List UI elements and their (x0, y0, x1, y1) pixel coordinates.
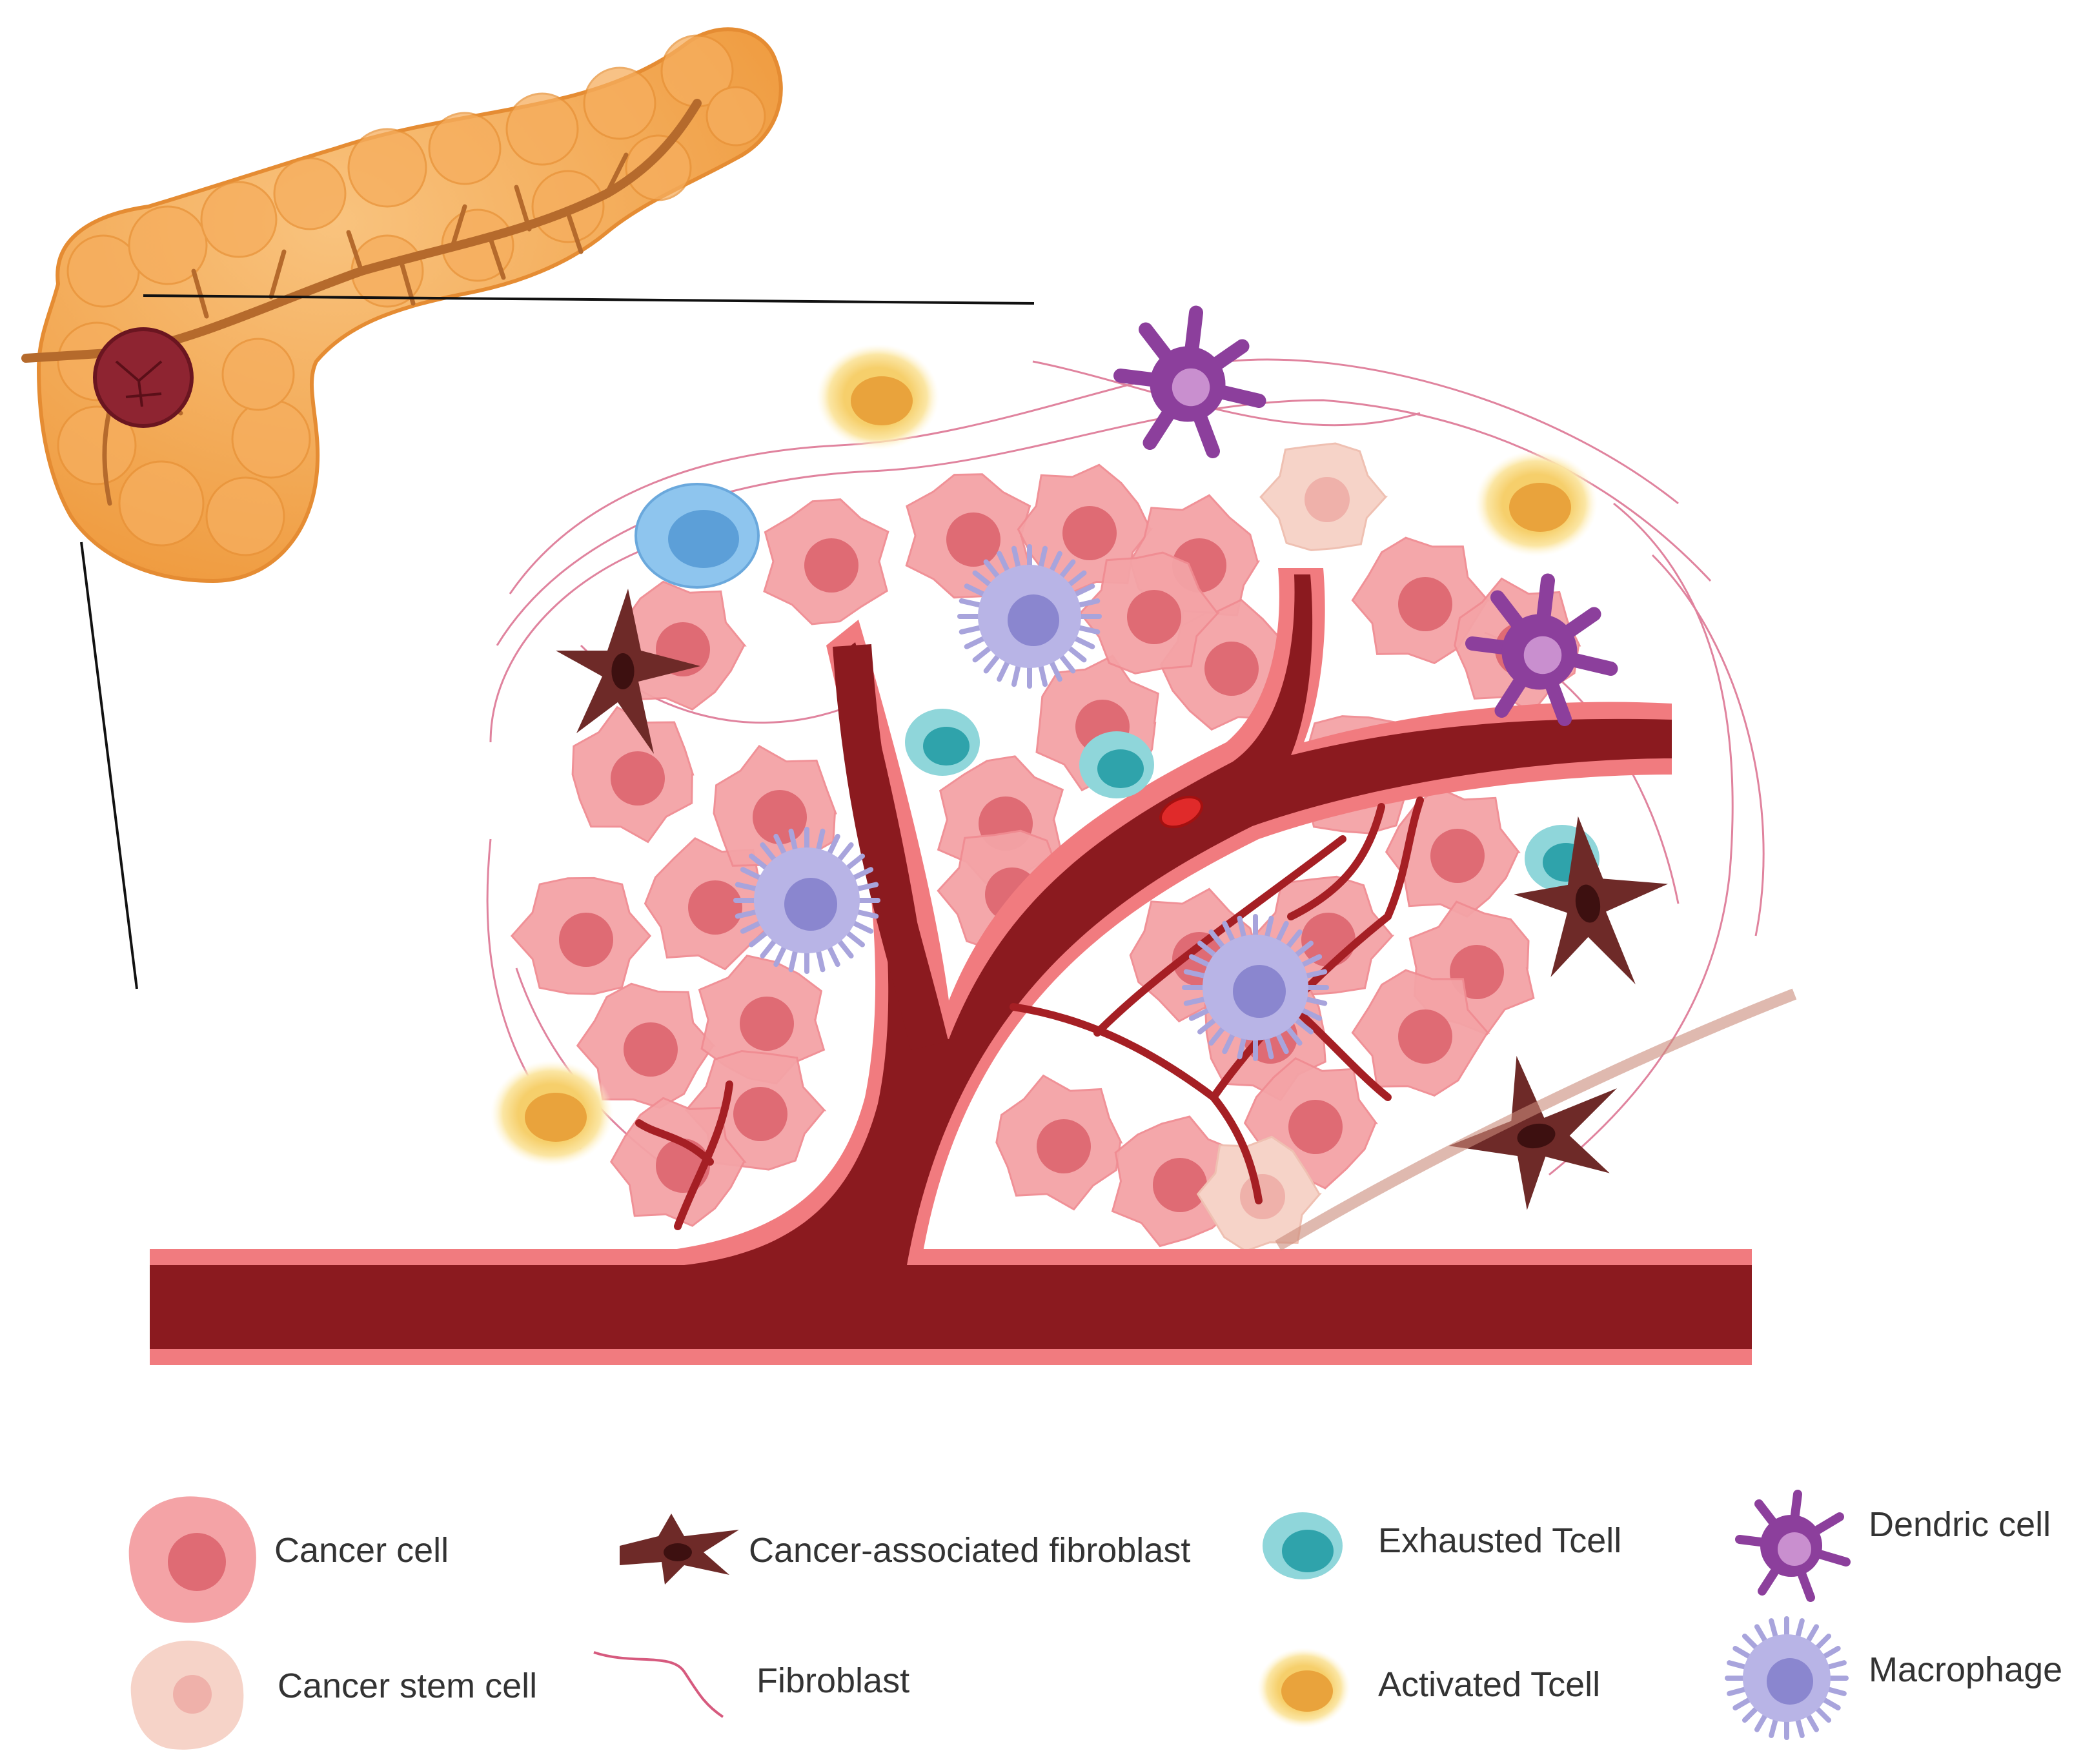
immune-cells (491, 305, 1669, 1210)
exhausted-tcell (905, 709, 980, 776)
cancer-cell-icon (128, 1496, 256, 1623)
cancer-associated-fibroblast (1448, 1055, 1618, 1210)
legend-item-fibroblast: Fibroblast (593, 1651, 909, 1718)
legend-label-macrophage: Macrophage (1869, 1650, 2062, 1689)
dendritic-cell (1465, 573, 1618, 726)
cancer-cell (1351, 969, 1490, 1097)
cancer-cell (571, 705, 695, 844)
legend-item-dendritic-cell: Dendric cell (1735, 1490, 2051, 1602)
legend-item-cancer-cell: Cancer cell (128, 1496, 449, 1623)
legend-label-cancer-cell: Cancer cell (274, 1531, 449, 1570)
dendritic-cell (1113, 305, 1266, 458)
legend-item-caf: Cancer-associated fibroblast (620, 1514, 1190, 1585)
vessel-trunk-inner (684, 574, 1672, 1265)
legend: Cancer cell Cancer-associated fibroblast… (128, 1490, 2062, 1750)
legend-label-exhausted-tcell: Exhausted Tcell (1378, 1521, 1621, 1560)
cancer-cell (698, 954, 826, 1085)
fibroblast-icon (593, 1651, 724, 1718)
cancer-cell (763, 498, 889, 625)
exhausted-tcell-icon (1263, 1512, 1343, 1579)
tumor-cluster (150, 305, 1797, 1365)
cancer-cell (1111, 1115, 1239, 1248)
caf-icon (620, 1514, 739, 1585)
activated-tcell (1475, 451, 1598, 556)
activated-tcell (817, 344, 939, 450)
activated-tcell-icon (1257, 1648, 1350, 1728)
legend-item-macrophage: Macrophage (1725, 1616, 2062, 1740)
cancer-cell (1385, 786, 1521, 918)
stroma-fiber (1275, 988, 1797, 1251)
main-vessel-inner (150, 1265, 1752, 1349)
zoom-line-left (80, 542, 138, 989)
zoom-line-top (143, 294, 1035, 305)
macrophage-icon (1725, 1616, 1849, 1740)
cancer-cell (1351, 536, 1490, 665)
cancer-cell (995, 1074, 1123, 1211)
cancer-stem-cell (1259, 442, 1388, 551)
blue-cell (635, 483, 760, 589)
blood-vessels (150, 568, 1752, 1365)
cancer-stem-cell-icon (130, 1640, 244, 1750)
cancer-cell (576, 982, 716, 1110)
legend-label-caf: Cancer-associated fibroblast (749, 1531, 1190, 1570)
legend-item-activated-tcell: Activated Tcell (1257, 1648, 1600, 1728)
legend-item-cancer-stem-cell: Cancer stem cell (130, 1640, 537, 1750)
dendritic-cell-icon (1735, 1490, 1851, 1602)
cancer-cell (1079, 551, 1221, 674)
macrophage (957, 544, 1102, 689)
activated-tcell (491, 1060, 613, 1166)
pancreas (21, 27, 783, 583)
legend-item-exhausted-tcell: Exhausted Tcell (1263, 1512, 1621, 1579)
legend-label-activated-tcell: Activated Tcell (1378, 1665, 1600, 1704)
cancer-cell (510, 877, 652, 995)
cancer-associated-fibroblast (556, 589, 700, 754)
legend-label-dendritic-cell: Dendric cell (1869, 1505, 2051, 1544)
cancer-associated-fibroblast (1514, 816, 1669, 985)
macrophage (733, 827, 880, 974)
legend-label-fibroblast: Fibroblast (757, 1661, 909, 1700)
legend-label-cancer-stem-cell: Cancer stem cell (278, 1667, 537, 1705)
vessel-branch-left (833, 644, 949, 1050)
red-blood-cell (1159, 795, 1203, 829)
exhausted-tcell (1079, 731, 1154, 798)
macrophage (1182, 914, 1329, 1061)
